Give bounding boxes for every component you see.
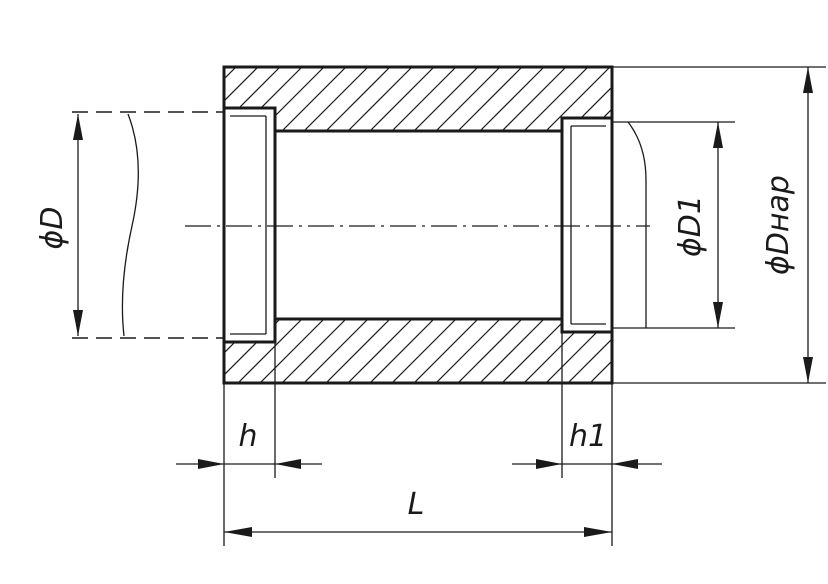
dimension-inner-diameter-right: ϕD1 <box>612 121 735 329</box>
dimension-left-depth: h <box>176 342 322 546</box>
hatch-line <box>413 67 479 131</box>
hatch-line <box>567 319 612 383</box>
hatch-line <box>150 319 214 383</box>
part-outline <box>222 65 614 385</box>
dimension-inner-diameter: ϕD <box>35 111 224 339</box>
hatch-line <box>224 67 259 131</box>
arrow-h1-left <box>536 459 562 469</box>
arrow-d1-bottom <box>713 302 723 328</box>
hatch-line <box>457 319 523 383</box>
hatch-line <box>479 67 545 131</box>
arrow-d-bottom <box>73 310 83 336</box>
label-left-depth: h <box>238 419 257 454</box>
dimension-length: L <box>224 487 612 537</box>
label-inner-diameter: ϕD <box>35 207 70 250</box>
hatch-line <box>325 319 391 383</box>
hatch-line <box>325 67 391 131</box>
hatch-line <box>457 67 523 131</box>
hatch-line <box>259 319 325 383</box>
hatch-line <box>523 67 589 131</box>
arrow-l-left <box>224 527 252 537</box>
label-inner-diameter-right: ϕD1 <box>673 195 708 257</box>
arrow-l-right <box>584 527 612 537</box>
break-line-d <box>121 113 139 337</box>
hatch-line <box>435 67 501 131</box>
hatch-line <box>303 67 369 131</box>
arrow-d-top <box>73 114 83 140</box>
hatch-line <box>281 67 347 131</box>
break-line-d1 <box>627 121 647 328</box>
hatch-top-wall <box>150 67 612 131</box>
dimension-outer-diameter: ϕDнар <box>612 66 826 384</box>
hatch-line <box>391 319 457 383</box>
arrow-h-right <box>275 459 301 469</box>
hatch-line <box>501 319 567 383</box>
arrow-h1-right <box>612 459 638 469</box>
hatch-line <box>347 319 413 383</box>
hatch-line <box>369 67 435 131</box>
outer-contour <box>222 65 614 385</box>
arrow-dout-bottom <box>803 357 813 383</box>
hatch-line <box>545 67 611 131</box>
hatch-line <box>391 67 457 131</box>
dimension-right-depth: h1 <box>512 332 662 546</box>
arrow-h-left <box>198 459 224 469</box>
hatch-line <box>237 319 303 383</box>
hatch-line <box>347 67 413 131</box>
hatch-line <box>303 319 369 383</box>
right-counterbore <box>560 116 612 334</box>
label-right-depth: h1 <box>569 419 607 454</box>
hatch-line <box>501 67 567 131</box>
left-counterbore <box>224 106 277 344</box>
hatch-line <box>479 319 545 383</box>
hatch-line <box>413 319 479 383</box>
label-outer-diameter: ϕDнар <box>761 175 796 275</box>
label-length: L <box>408 487 425 522</box>
hatch-line <box>281 319 347 383</box>
arrow-dout-top <box>803 67 813 93</box>
hatch-line <box>589 319 612 383</box>
hatch-line <box>435 319 501 383</box>
hatch-line <box>369 319 435 383</box>
hatch-line <box>150 67 214 131</box>
arrow-d1-top <box>713 122 723 148</box>
